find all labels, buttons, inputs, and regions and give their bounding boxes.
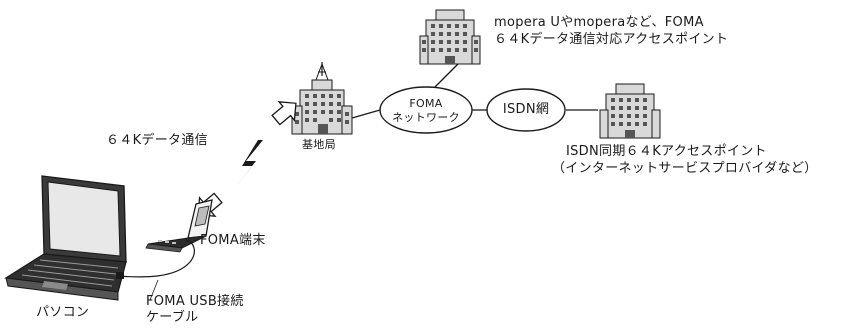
foma-terminal-label: FOMA端末 xyxy=(200,233,266,248)
foma-network-label-line2: ネットワーク xyxy=(392,111,460,124)
usb-cable-label-line1: FOMA USB接続 xyxy=(146,294,244,309)
base-station-label: 基地局 xyxy=(302,138,336,151)
data-comm-label: ６４Kデータ通信 xyxy=(106,133,208,148)
foma-network-label-line1: FOMA xyxy=(409,97,443,110)
flip-phone-icon xyxy=(145,199,213,253)
signal-arrow-up-icon xyxy=(271,101,297,126)
usb-cable-label-line2: ケーブル xyxy=(146,310,199,325)
mopera-ap-label-line1: mopera Uやmoperaなど、FOMA xyxy=(494,15,704,30)
building-icon xyxy=(419,9,481,65)
foma-network-oval xyxy=(379,86,473,134)
radio-lightning-icon xyxy=(232,140,263,192)
isdn-ap-label-line2: （インターネットサービスプロバイダなど） xyxy=(552,161,818,176)
isdn-network-label: ISDN網 xyxy=(502,102,550,117)
base-station-building-icon xyxy=(291,62,353,135)
isdn-ap-label-line1: ISDN同期６４Kアクセスポイント xyxy=(566,144,767,159)
usb-cable-connector xyxy=(116,272,124,279)
usb-cable-line xyxy=(117,239,195,278)
building-icon xyxy=(599,83,661,139)
laptop-icon xyxy=(4,175,127,301)
usb-cable-leader xyxy=(149,279,159,301)
mopera-ap-label-line2: ６４Kデータ通信対応アクセスポイント xyxy=(494,32,729,47)
isdn-network-oval xyxy=(486,88,566,132)
line-base-to-foma xyxy=(351,109,381,119)
pc-label: パソコン xyxy=(36,305,90,320)
